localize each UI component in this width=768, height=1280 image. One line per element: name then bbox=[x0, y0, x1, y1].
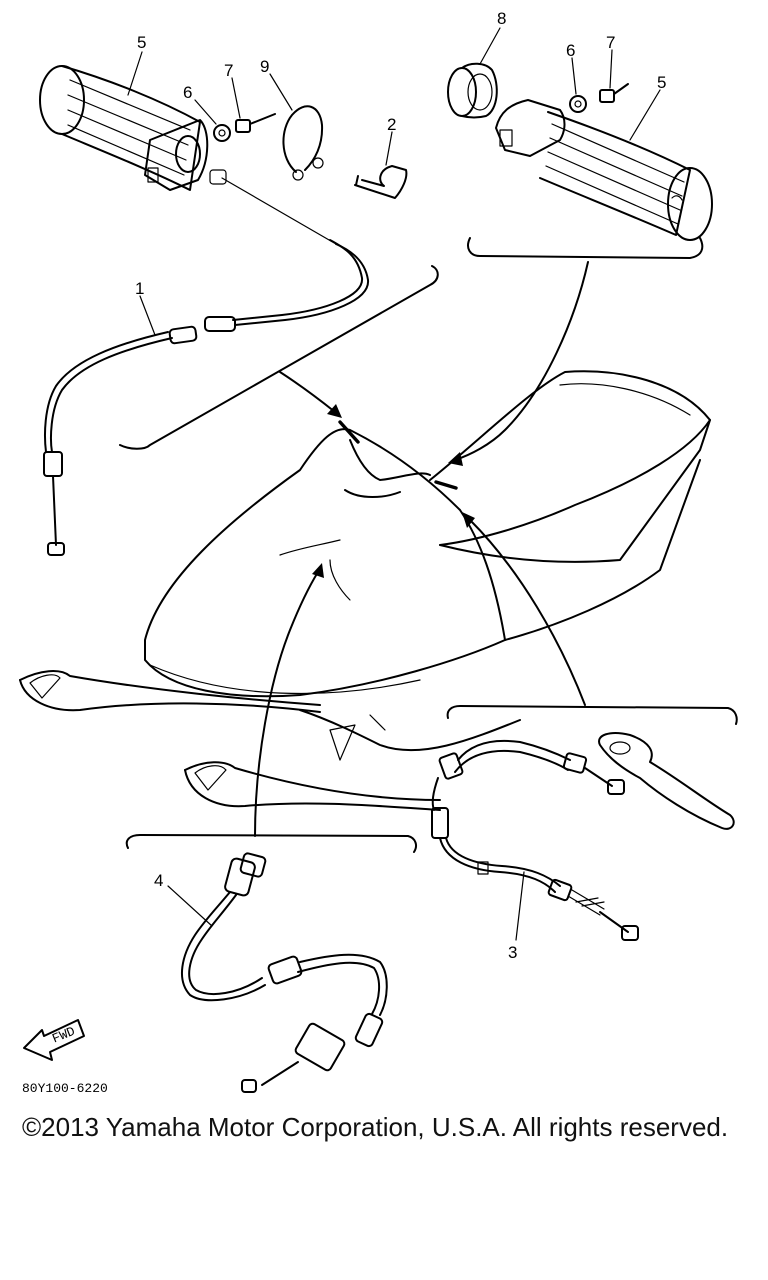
fwd-label: FWD bbox=[50, 1024, 78, 1047]
group-bracket-lower-right bbox=[446, 705, 738, 725]
callout-throttle-cable: 1 bbox=[135, 279, 144, 298]
callout-left-screw: 7 bbox=[224, 61, 233, 80]
callout-leaders bbox=[127, 27, 661, 941]
group-bracket-left bbox=[119, 265, 439, 450]
copyright-notice: ©2013 Yamaha Motor Corporation, U.S.A. A… bbox=[22, 1112, 729, 1142]
callout-right-washer: 6 bbox=[566, 41, 575, 60]
left-screw bbox=[235, 113, 276, 133]
callout-grip-ring: 8 bbox=[497, 9, 506, 28]
right-grip bbox=[495, 99, 713, 241]
callout-left-washer: 6 bbox=[183, 83, 192, 102]
callout-clamp: 9 bbox=[260, 57, 269, 76]
callout-left-grip: 5 bbox=[137, 33, 146, 52]
leader-arrows bbox=[254, 261, 589, 837]
right-screw bbox=[599, 83, 629, 103]
group-bracket-lower-left bbox=[125, 834, 417, 853]
clamp bbox=[282, 105, 324, 173]
brake-lever bbox=[598, 732, 735, 830]
parts-diagram: 5 6 7 9 2 1 8 6 7 5 4 3 FWD 80Y100-6220 bbox=[19, 9, 738, 1096]
snowmobile-body bbox=[19, 370, 711, 811]
brake-cable bbox=[431, 739, 639, 941]
speedometer-cable bbox=[181, 852, 388, 1093]
left-grip bbox=[39, 65, 209, 191]
group-bracket-right bbox=[467, 237, 704, 259]
throttle-cable bbox=[43, 169, 370, 556]
clip bbox=[354, 165, 408, 199]
callout-speedometer-cable: 4 bbox=[154, 871, 163, 890]
diagram-code: 80Y100-6220 bbox=[22, 1081, 108, 1096]
callout-right-grip: 5 bbox=[657, 73, 666, 92]
callout-right-screw: 7 bbox=[606, 33, 615, 52]
grip-ring bbox=[447, 62, 498, 119]
callout-clip: 2 bbox=[387, 115, 396, 134]
callout-brake-cable: 3 bbox=[508, 943, 517, 962]
left-washer bbox=[213, 124, 231, 142]
right-washer bbox=[569, 95, 587, 113]
fwd-arrow-icon: FWD bbox=[23, 1019, 85, 1061]
